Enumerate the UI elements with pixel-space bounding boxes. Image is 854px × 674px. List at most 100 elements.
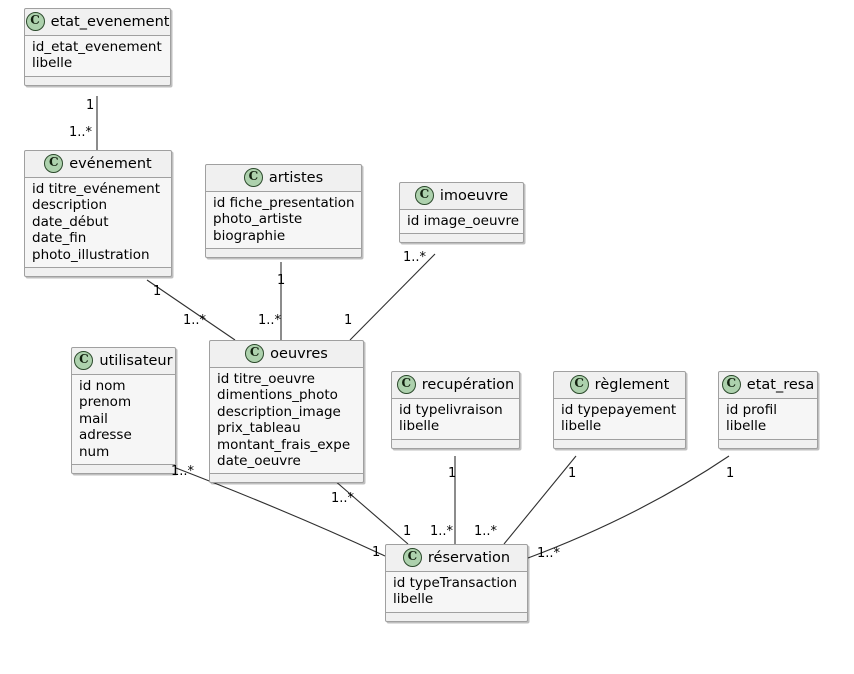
multiplicity-label: 1..* [331, 491, 355, 506]
multiplicity-label: 1 [372, 545, 381, 560]
class-attribute: id profil [726, 402, 777, 418]
class-name-utilisateur: utilisateur [99, 352, 173, 369]
multiplicity-label: 1 [86, 98, 95, 113]
class-attribute: description [32, 197, 108, 214]
class-methods-compartment-artistes [206, 249, 361, 258]
multiplicity-label: 1..* [403, 250, 427, 265]
multiplicity-label: 1 [344, 313, 353, 328]
class-methods-compartment-etat_resa [719, 439, 817, 448]
class-attribute: photo_illustration [32, 246, 150, 263]
class-stereotype-icon: C [74, 351, 94, 370]
class-attribute: date_oeuvre [217, 453, 301, 470]
class-stereotype-icon: C [44, 154, 64, 173]
class-name-reglement: règlement [594, 376, 670, 393]
class-attribute: montant_frais_expe [217, 436, 351, 453]
class-methods-compartment-reglement [554, 439, 685, 448]
class-methods-compartment-reservation [386, 612, 527, 621]
class-attribute: id typelivraison [399, 402, 503, 418]
multiplicity-label: 1 [726, 466, 735, 481]
association-line-oeuvres-reservation [333, 479, 409, 545]
multiplicity-label: 1..* [183, 313, 207, 328]
class-stereotype-icon: C [402, 548, 422, 567]
class-name-reservation: réservation [427, 549, 511, 566]
class-attributes-imoeuvre: id image_oeuvre [400, 210, 523, 235]
class-stereotype-icon: C [569, 375, 589, 394]
class-name-oeuvres: oeuvres [270, 345, 328, 362]
class-methods-compartment-utilisateur [72, 465, 175, 474]
multiplicity-label: 1..* [171, 464, 195, 479]
class-attribute: id image_oeuvre [407, 213, 520, 229]
class-attribute: libelle [561, 418, 602, 435]
multiplicity-label: 1 [568, 466, 577, 481]
class-stereotype-icon: C [396, 375, 416, 394]
class-attribute: id_etat_evenement [32, 39, 162, 55]
class-attribute: adresse [79, 427, 132, 444]
multiplicity-label: 1 [448, 466, 457, 481]
class-stereotype-icon: C [25, 12, 45, 31]
association-line-imoeuvre-oeuvres [349, 253, 436, 341]
multiplicity-label: 1..* [537, 546, 561, 561]
class-name-etat_resa: etat_resa [746, 376, 815, 393]
class-attribute: libelle [393, 591, 434, 608]
class-name-artistes: artistes [268, 169, 324, 186]
class-stereotype-icon: C [245, 344, 265, 363]
multiplicity-label: 1..* [430, 524, 454, 539]
class-attribute: date_début [32, 213, 109, 230]
class-attribute: date_fin [32, 230, 87, 247]
class-methods-compartment-etat_evenement [25, 76, 170, 85]
association-line-etat_resa-reservation [527, 455, 730, 559]
multiplicity-label: 1..* [258, 313, 282, 328]
class-stereotype-icon: C [414, 186, 434, 205]
class-name-recuperation: recupération [421, 376, 515, 393]
class-attribute: num [79, 443, 110, 460]
association-line-reglement-reservation [503, 455, 577, 545]
class-attribute: description_image [217, 403, 341, 420]
multiplicity-label: 1 [403, 524, 412, 539]
class-attribute: id typepayement [561, 402, 677, 418]
class-attribute: mail [79, 410, 108, 427]
class-methods-compartment-imoeuvre [400, 234, 523, 243]
multiplicity-label: 1 [153, 284, 162, 299]
class-attribute: prix_tableau [217, 420, 301, 437]
class-stereotype-icon: C [721, 375, 741, 394]
class-attribute: libelle [399, 418, 440, 435]
class-attribute: id fiche_presentation [213, 195, 355, 211]
multiplicity-label: 1 [277, 273, 286, 288]
class-stereotype-icon: C [243, 168, 263, 187]
class-attribute: libelle [32, 55, 73, 72]
class-attribute: libelle [726, 418, 767, 435]
class-attribute: id titre_oeuvre [217, 371, 315, 387]
class-attribute: id typeTransaction [393, 575, 517, 591]
multiplicity-label: 1..* [69, 125, 93, 140]
class-methods-compartment-evenement [25, 268, 171, 277]
